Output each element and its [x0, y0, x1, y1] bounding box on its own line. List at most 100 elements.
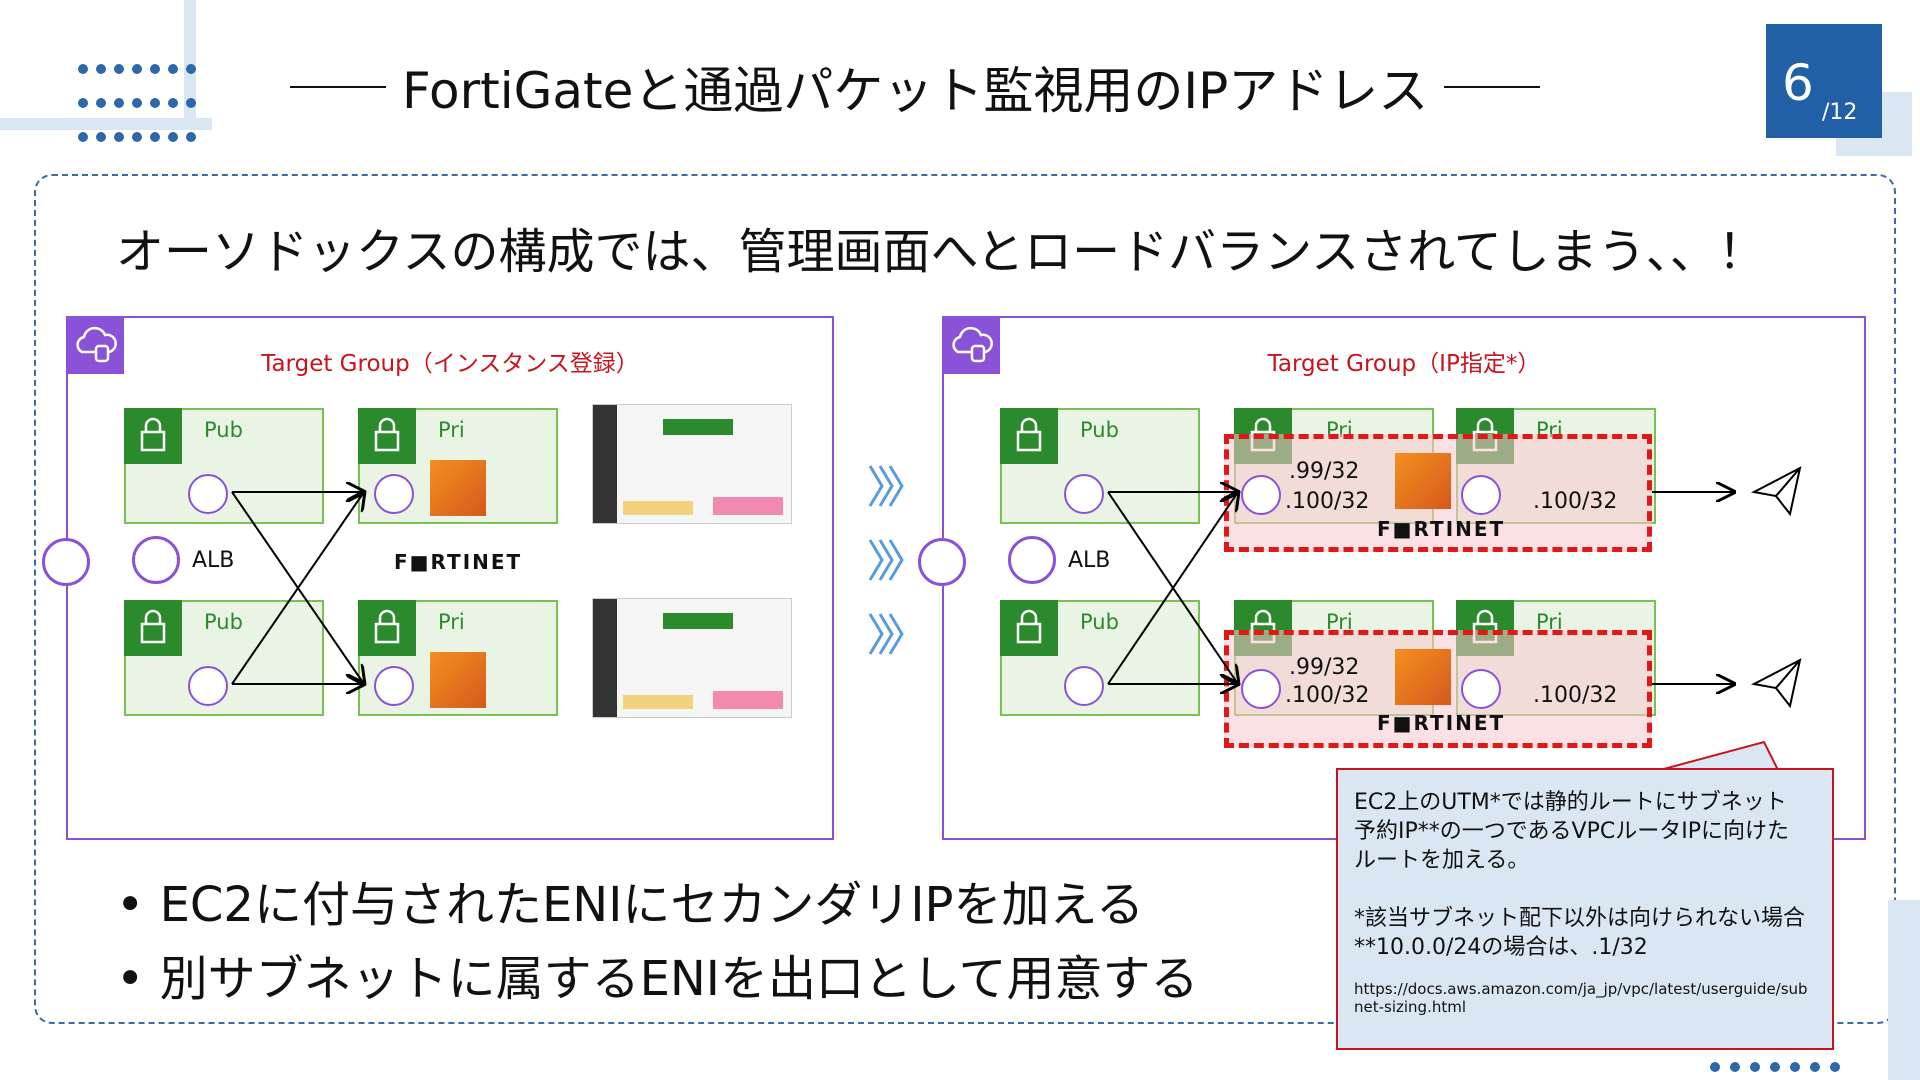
decorative-dot	[1750, 1062, 1760, 1072]
eni-icon	[374, 666, 414, 706]
ip-label: .99/32	[1289, 655, 1360, 680]
callout-pointer	[1660, 740, 1779, 771]
subnet-label: Pub	[204, 610, 243, 634]
callout-line: EC2上のUTM*では静的ルートにサブネット	[1354, 790, 1787, 815]
ip-label: .99/32	[1289, 459, 1360, 484]
eni-icon	[188, 474, 228, 514]
decorative-dot	[132, 64, 142, 74]
subnet-label: Pub	[1080, 610, 1119, 634]
cloud-icon	[942, 316, 1000, 374]
subnet-label: Pri	[438, 610, 465, 634]
decorative-dot	[78, 132, 88, 142]
note-callout: EC2上のUTM*では静的ルートにサブネット 予約IP**の一つであるVPCルー…	[1336, 768, 1834, 1050]
eni-icon	[1064, 474, 1104, 514]
fortigate-instance-highlight: .99/32 .100/32 .100/32 F■RTINET	[1224, 434, 1652, 552]
decorative-dot	[114, 98, 124, 108]
decorative-dot	[150, 98, 160, 108]
alb-label: ALB	[192, 548, 235, 573]
internet-gateway-icon	[918, 538, 966, 586]
decorative-dot	[132, 132, 142, 142]
ip-label: .100/32	[1533, 683, 1618, 708]
cloud-icon	[66, 316, 124, 374]
eni-icon	[374, 474, 414, 514]
bullet-list: • EC2に付与されたENIにセカンダリIPを加える • 別サブネットに属するE…	[116, 868, 1199, 1016]
decorative-dot	[1830, 1062, 1840, 1072]
decorative-dot	[186, 64, 196, 74]
eni-icon	[188, 666, 228, 706]
decorative-dot	[78, 98, 88, 108]
subnet-label: Pri	[438, 418, 465, 442]
page-number: 6	[1782, 54, 1814, 112]
lock-icon	[1000, 408, 1058, 464]
subnet-pub: Pub	[124, 600, 324, 716]
decorative-dot	[1710, 1062, 1720, 1072]
decorative-dot	[1810, 1062, 1820, 1072]
callout-line	[1354, 875, 1816, 904]
decorative-dot	[186, 132, 196, 142]
subnet-pri: Pri	[358, 408, 558, 524]
ec2-icon	[1395, 649, 1451, 705]
subnet-pub: Pub	[1000, 408, 1200, 524]
lock-icon	[124, 408, 182, 464]
subnet-pub: Pub	[124, 408, 324, 524]
decorative-dot	[168, 132, 178, 142]
slide-title: FortiGateと通過パケット監視用のIPアドレス	[402, 62, 1429, 120]
right-flow-arrows	[1107, 466, 1802, 709]
fortigate-instance-highlight: .99/32 .100/32 .100/32 F■RTINET	[1224, 630, 1652, 748]
left-flow-arrows	[231, 318, 836, 842]
eni-icon	[1064, 666, 1104, 706]
lock-icon	[1000, 600, 1058, 656]
fortinet-logo: F■RTINET	[1377, 711, 1506, 735]
slide-title-row: FortiGateと通過パケット監視用のIPアドレス	[274, 52, 1556, 122]
headline: オーソドックスの構成では、管理画面へとロードバランスされてしまう、、！	[116, 224, 1766, 280]
decorative-dot	[150, 132, 160, 142]
decorative-dot	[96, 98, 106, 108]
decorative-dot	[78, 64, 88, 74]
chevron-arrows-icon	[868, 465, 904, 655]
decorative-dot	[1790, 1062, 1800, 1072]
title-rule-left	[290, 86, 386, 88]
ec2-icon	[430, 460, 486, 516]
ip-label: .100/32	[1285, 489, 1370, 514]
decorative-dot	[168, 98, 178, 108]
subnet-label: Pub	[1080, 418, 1119, 442]
decorative-bar	[0, 118, 212, 130]
subnet-pri: Pri	[358, 600, 558, 716]
lock-icon	[358, 408, 416, 464]
decorative-dot	[150, 64, 160, 74]
lock-icon	[124, 600, 182, 656]
title-rule-right	[1444, 86, 1541, 88]
left-panel-title: Target Group（インスタンス登録）	[261, 351, 639, 377]
bullet-item: • EC2に付与されたENIにセカンダリIPを加える	[116, 877, 1145, 933]
page-total: /12	[1822, 100, 1858, 125]
decorative-dot	[96, 64, 106, 74]
decorative-dot	[96, 132, 106, 142]
decorative-dot	[1770, 1062, 1780, 1072]
subnet-pub: Pub	[1000, 600, 1200, 716]
callout-line: *該当サブネット配下以外は向けられない場合	[1354, 906, 1806, 931]
lock-icon	[358, 600, 416, 656]
management-screenshot	[592, 404, 792, 524]
fortinet-logo: F■RTINET	[1377, 517, 1506, 541]
management-screenshot	[592, 598, 792, 718]
right-panel-title: Target Group（IP指定*）	[1267, 351, 1541, 377]
decorative-dot	[132, 98, 142, 108]
decorative-dot	[114, 132, 124, 142]
alb-icon	[1008, 536, 1056, 584]
alb-label: ALB	[1068, 548, 1111, 573]
right-diagram-panel: Target Group（IP指定*） Pub Pri Pri Pub Pri …	[942, 316, 1866, 840]
decorative-dot	[168, 64, 178, 74]
eni-icon	[1241, 669, 1281, 709]
page-badge: 6 /12	[1766, 24, 1882, 138]
subnet-label: Pub	[204, 418, 243, 442]
bullet-item: • 別サブネットに属するENIを出口として用意する	[116, 951, 1199, 1007]
decorative-dot	[186, 98, 196, 108]
left-diagram-panel: Target Group（インスタンス登録） Pub Pri Pub Pri A…	[66, 316, 834, 840]
reference-link[interactable]: https://docs.aws.amazon.com/ja_jp/vpc/la…	[1354, 980, 1808, 1016]
ip-label: .100/32	[1285, 683, 1370, 708]
decorative-dot	[1730, 1062, 1740, 1072]
decorative-bar	[1888, 900, 1920, 1080]
eni-icon	[1241, 475, 1281, 515]
content-frame	[34, 174, 1896, 1024]
callout-line: 予約IP**の一つであるVPCルータIPに向けた	[1354, 819, 1789, 844]
